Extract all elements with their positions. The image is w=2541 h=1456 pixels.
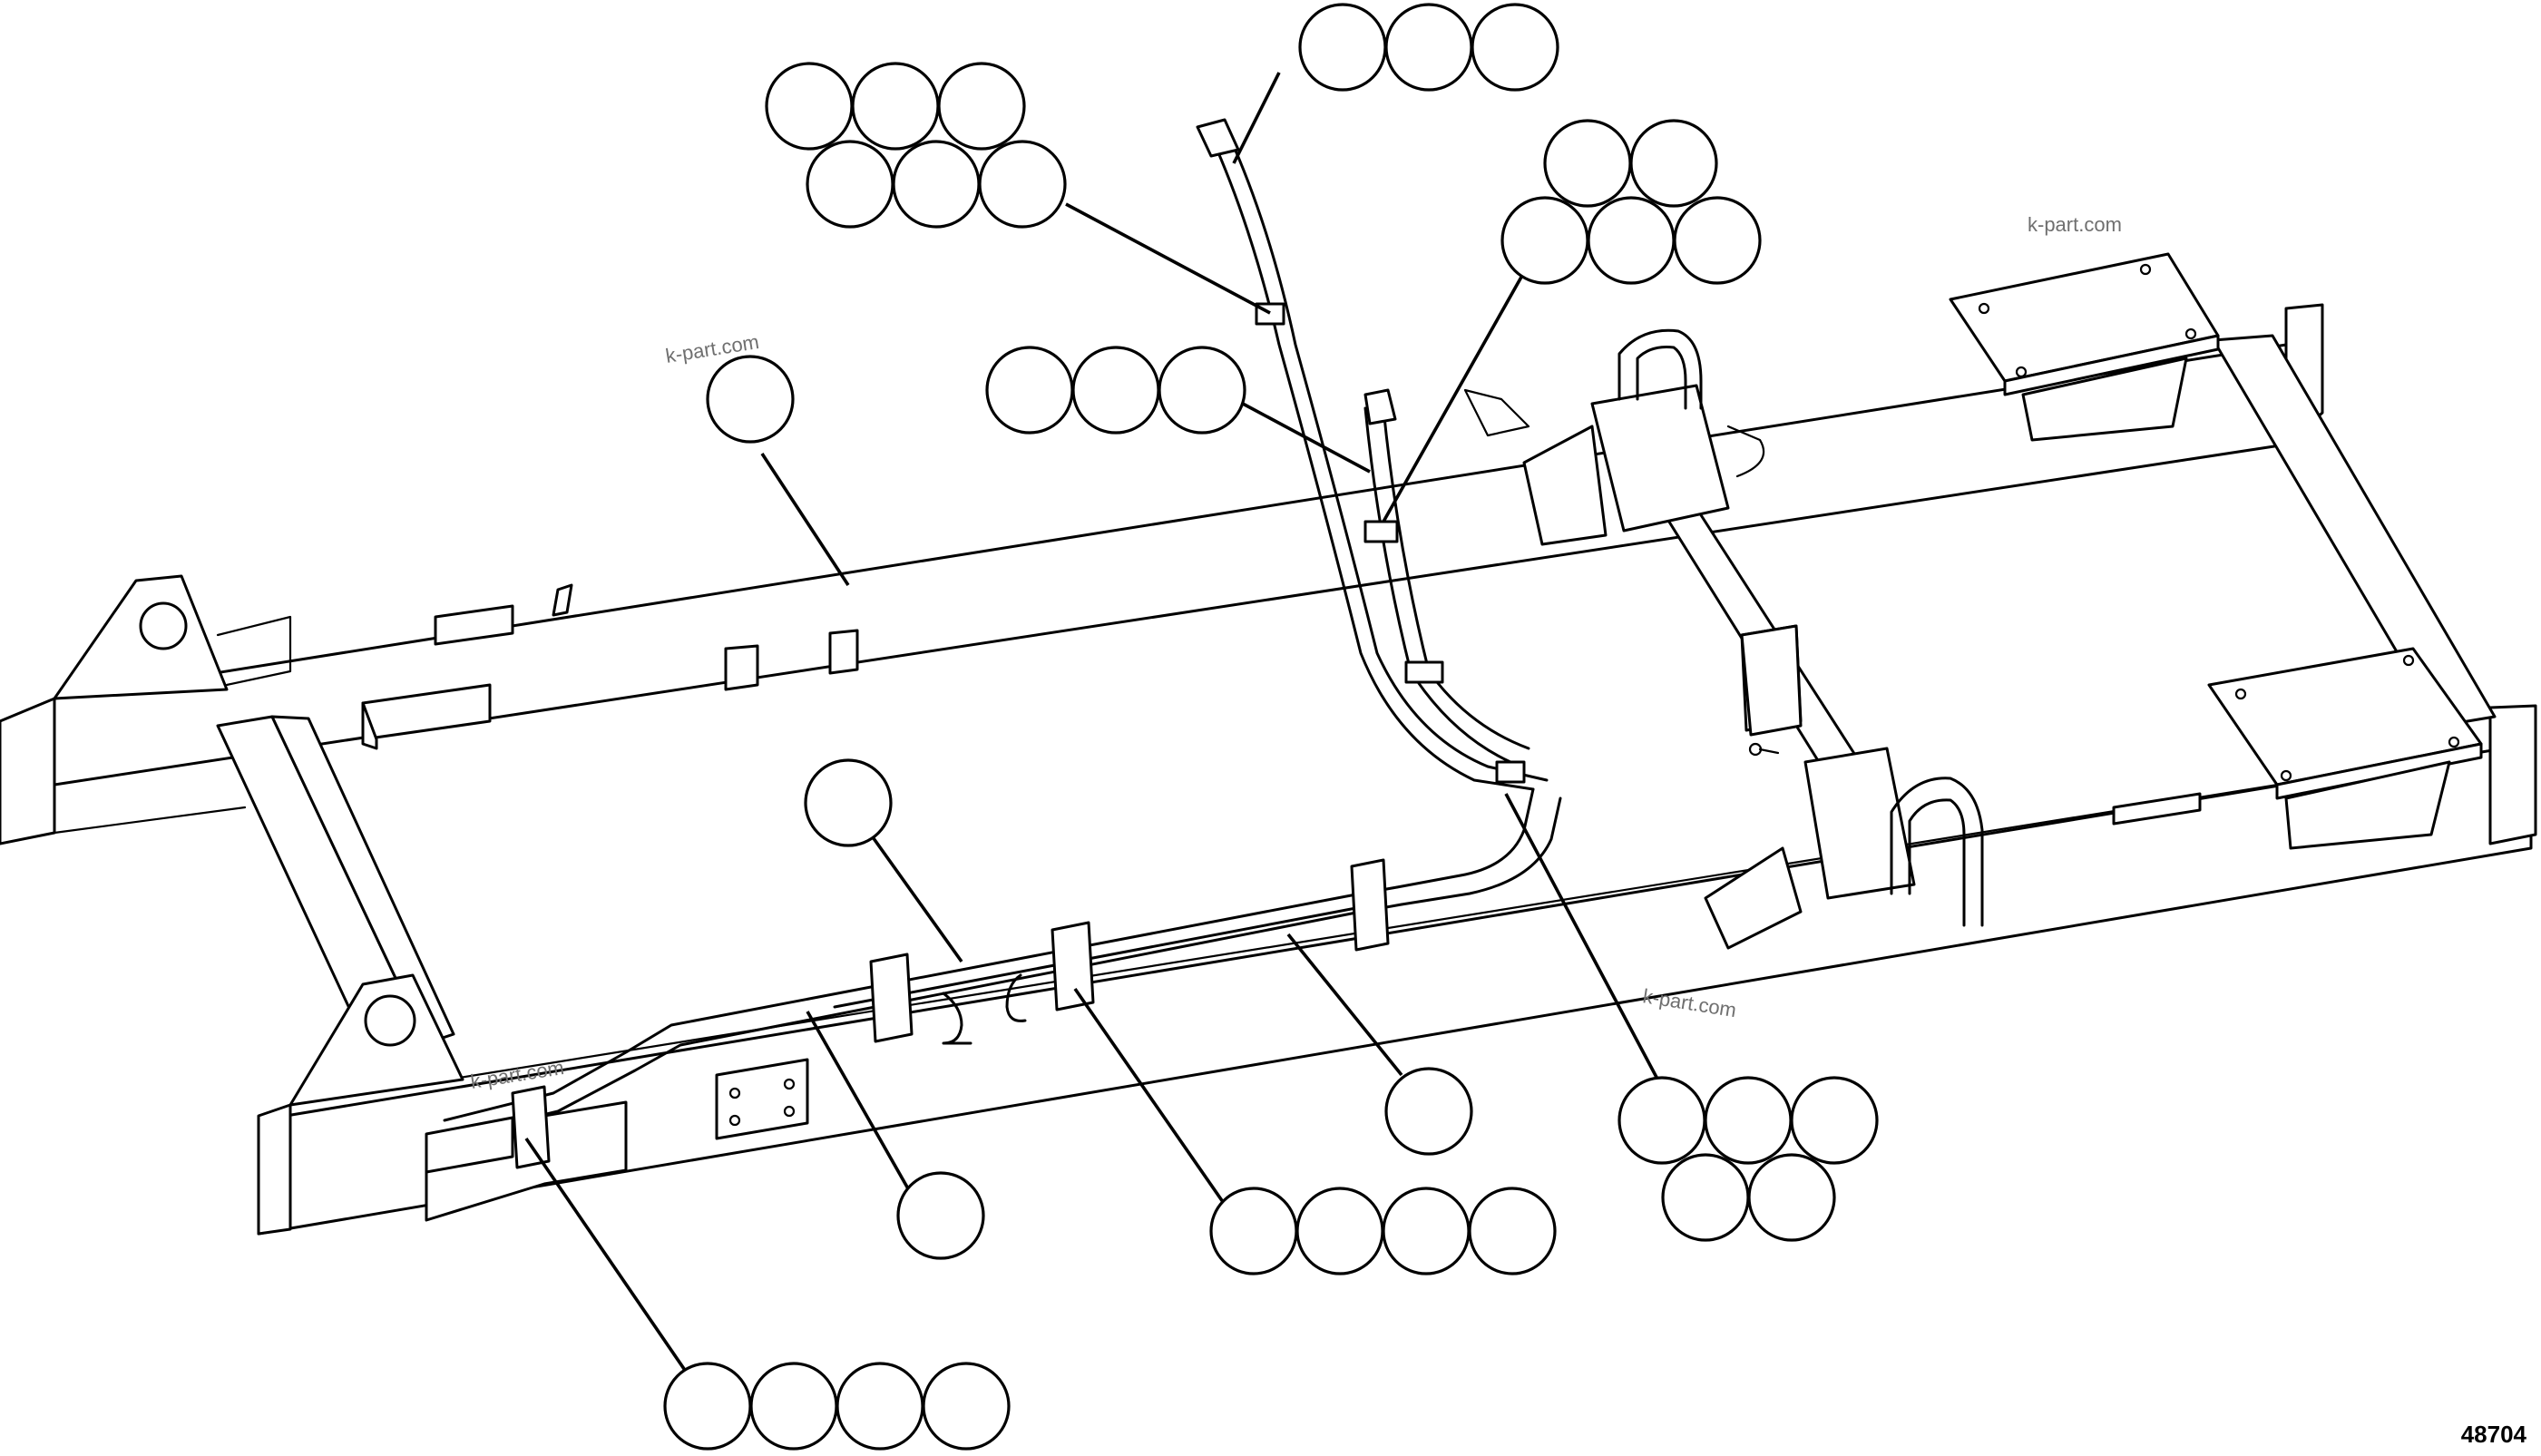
tube-valve-blocks [425,858,1390,1174]
callout-group-e [706,355,795,444]
callout-balloon[interactable] [804,758,893,847]
callout-balloon[interactable] [765,62,854,151]
callout-balloon[interactable] [806,140,894,229]
callout-group-j [1209,1187,1557,1275]
callout-balloon[interactable] [1629,119,1718,208]
callout-balloon[interactable] [1500,196,1589,285]
callout-balloon[interactable] [1298,3,1387,92]
leader-line [1242,402,1371,474]
leader-line [1073,987,1231,1213]
callout-balloon[interactable] [1471,3,1559,92]
near-lift-eye-bracket [288,973,464,1107]
callout-balloon[interactable] [1587,196,1676,285]
callout-group-g [1617,1076,1879,1242]
rear-mount-pad [1949,252,2220,442]
callout-balloon[interactable] [1543,119,1632,208]
leader-line [1382,271,1526,523]
callout-balloon[interactable] [851,62,940,151]
callout-balloon[interactable] [1704,1076,1793,1165]
callout-balloon[interactable] [1384,3,1473,92]
callout-balloon[interactable] [1468,1187,1557,1275]
leader-line [1065,202,1271,315]
callout-group-c [1500,119,1762,285]
front-spring-hanger [1704,747,2202,950]
callout-balloon[interactable] [836,1362,924,1451]
callout-balloon[interactable] [1661,1153,1750,1242]
callout-balloon[interactable] [1382,1187,1471,1275]
callout-balloon[interactable] [1384,1067,1473,1156]
callout-balloon[interactable] [1790,1076,1879,1165]
callout-group-i [896,1171,985,1260]
callout-balloon[interactable] [896,1171,985,1260]
callout-balloon[interactable] [706,355,795,444]
callout-balloon[interactable] [1158,346,1246,435]
callout-balloon[interactable] [663,1362,752,1451]
callout-balloon[interactable] [1617,1076,1706,1165]
hydraulic-hose-assembly [1196,118,1549,791]
callout-balloon[interactable] [749,1362,838,1451]
callout-group-f [804,758,893,847]
far-lift-eye-bracket [53,574,292,700]
callout-group-k [663,1362,1011,1451]
callout-balloon[interactable] [937,62,1026,151]
right-cross-member [2212,334,2497,728]
rear-spring-hanger [1463,328,1765,546]
callout-balloon[interactable] [892,140,981,229]
leader-line [760,453,850,586]
far-rail-bracket-plates [361,583,859,750]
callout-balloon[interactable] [1209,1187,1298,1275]
center-axle-bracket [1740,624,1803,757]
leader-line [869,833,963,963]
watermark-text: k-part.com [2028,213,2122,236]
callout-balloon[interactable] [1673,196,1762,285]
callout-balloon[interactable] [1295,1187,1384,1275]
callout-group-a [1298,3,1559,92]
leader-line [524,1137,696,1385]
callout-balloon[interactable] [985,346,1074,435]
callout-balloon[interactable] [922,1362,1011,1451]
leader-line [1504,793,1662,1085]
front-mount-pad [2207,647,2483,850]
leader-line [1286,933,1403,1077]
callout-group-b [765,62,1067,229]
leader-line [1232,72,1281,164]
callout-balloon[interactable] [1071,346,1160,435]
callout-balloon[interactable] [978,140,1067,229]
figure-number: 48704 [2461,1421,2527,1448]
leader-lines [524,72,1662,1385]
callout-group-d [985,346,1246,435]
callout-group-h [1384,1067,1473,1156]
leader-line [806,1011,923,1212]
callout-balloon[interactable] [1747,1153,1836,1242]
